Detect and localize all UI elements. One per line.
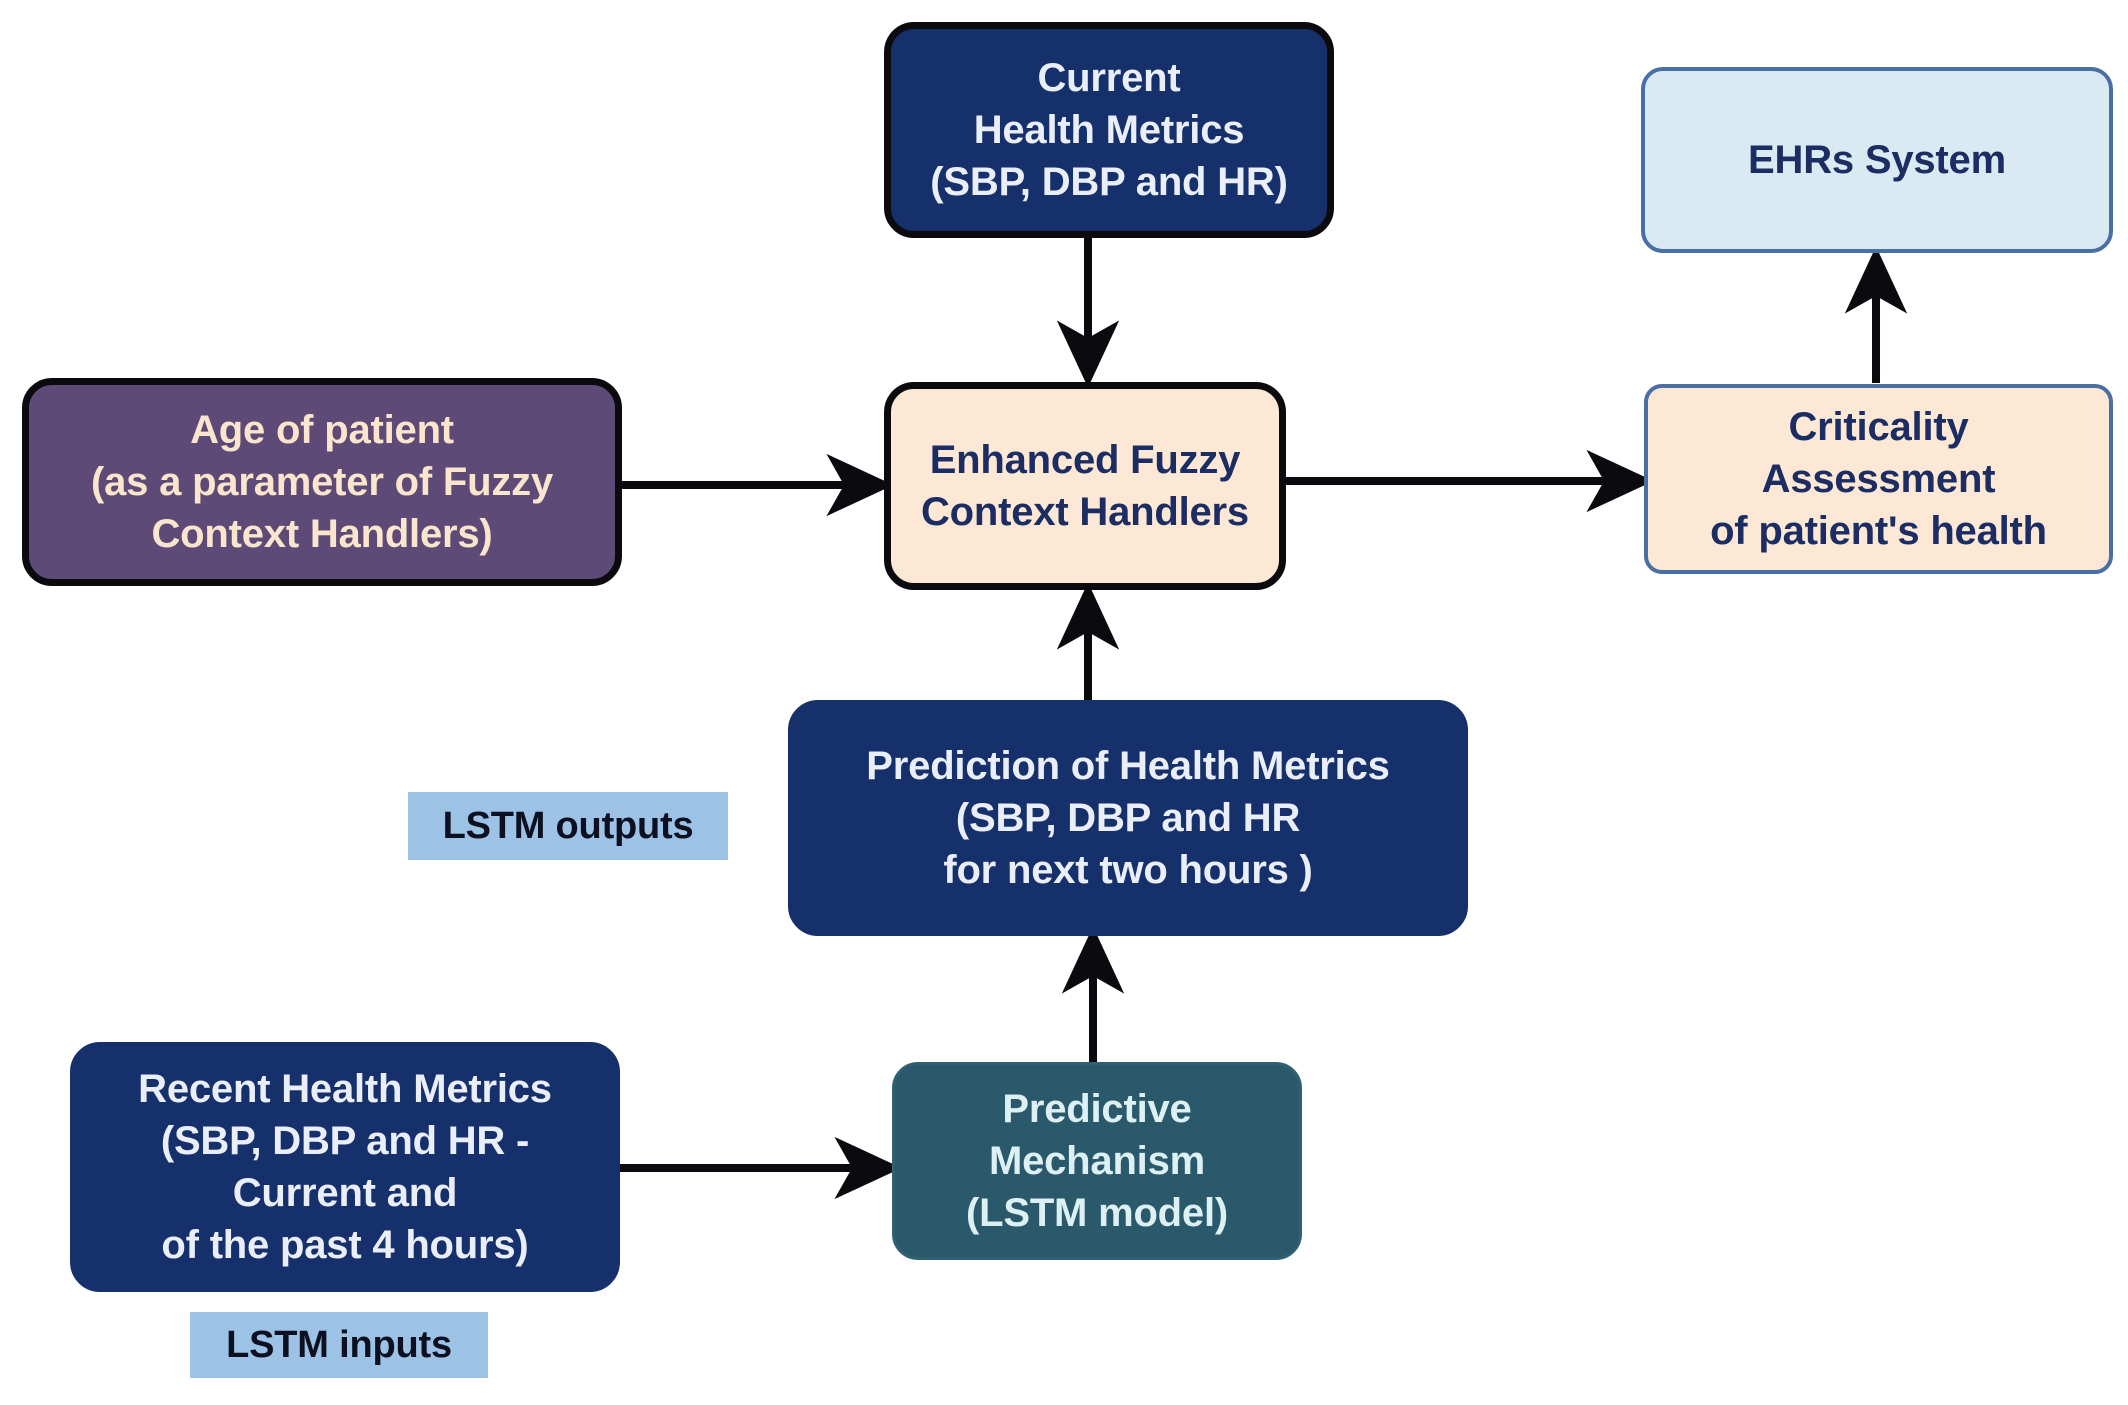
tag-lstm-outputs: LSTM outputs [408, 792, 728, 860]
node-current-health-metrics[interactable]: Current Health Metrics (SBP, DBP and HR) [884, 22, 1334, 238]
node-age-of-patient[interactable]: Age of patient (as a parameter of Fuzzy … [22, 378, 622, 586]
tag-lstm-inputs: LSTM inputs [190, 1312, 488, 1378]
node-enhanced-fuzzy-context-handlers[interactable]: Enhanced Fuzzy Context Handlers [884, 382, 1286, 590]
node-ehrs-system[interactable]: EHRs System [1641, 67, 2113, 253]
node-criticality-assessment[interactable]: Criticality Assessment of patient's heal… [1644, 384, 2113, 574]
node-recent-health-metrics[interactable]: Recent Health Metrics (SBP, DBP and HR -… [70, 1042, 620, 1292]
node-predictive-mechanism[interactable]: Predictive Mechanism (LSTM model) [892, 1062, 1302, 1260]
node-prediction-of-health-metrics[interactable]: Prediction of Health Metrics (SBP, DBP a… [788, 700, 1468, 936]
